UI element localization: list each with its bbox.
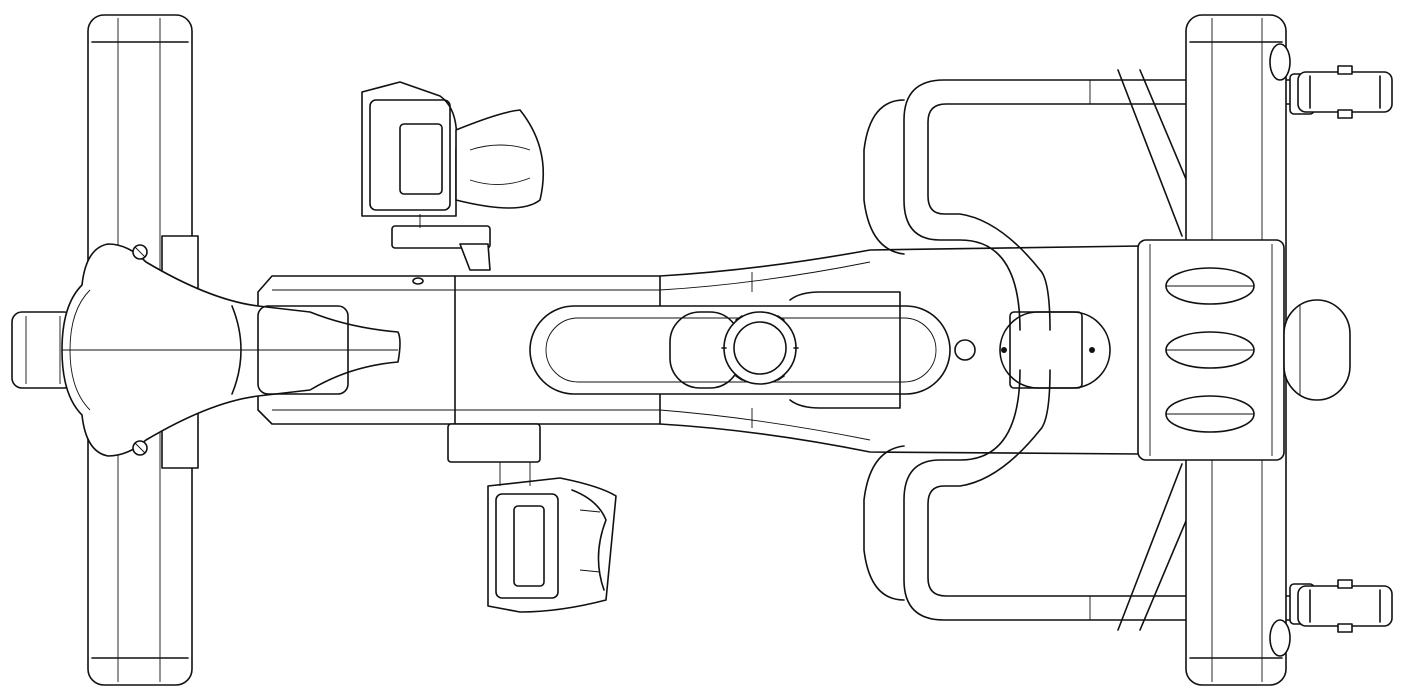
transport-wheel-bottom — [1289, 579, 1393, 633]
rear-end-knob — [1283, 299, 1351, 401]
handlebar-horn — [61, 243, 401, 457]
pedal-top — [361, 81, 545, 271]
seat-adjustment-knob — [721, 311, 799, 385]
rear-resistance-housing — [1137, 239, 1285, 461]
rear-frame-loop-top — [863, 69, 1291, 331]
transport-wheel-top — [1289, 65, 1393, 119]
flywheel-housing — [954, 311, 1111, 389]
rear-tube-caps — [1269, 43, 1291, 657]
pedal-bottom — [447, 423, 617, 613]
rear-frame-loop-bottom — [863, 369, 1291, 631]
